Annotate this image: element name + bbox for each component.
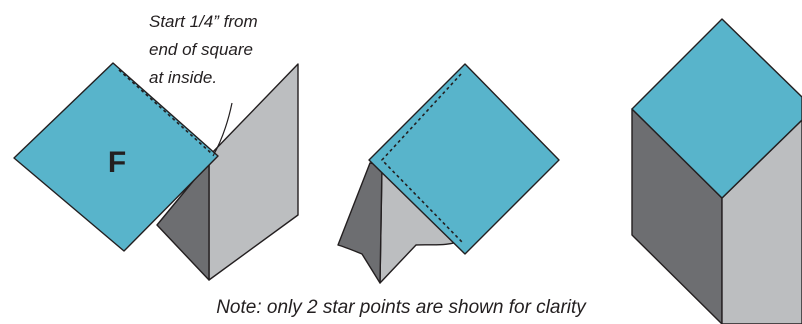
callout-line-3: at inside.	[149, 68, 217, 87]
fabric-square-sewn	[368, 63, 560, 255]
star-point-dark-face	[156, 161, 210, 281]
square-label-f: F	[108, 146, 126, 179]
stitch-line-2	[380, 73, 463, 243]
clarity-note: Note: only 2 star points are shown for c…	[216, 297, 587, 318]
callout-leader-line	[212, 102, 233, 157]
star-point-light-face	[208, 63, 299, 281]
finished-fabric-square	[631, 18, 802, 199]
stitch-line-1	[118, 69, 212, 154]
folded-point-dark-face	[337, 162, 383, 284]
figure-step-1: F Start 1/4” from end of square at insid…	[13, 12, 299, 281]
callout-line-2: end of square	[149, 40, 253, 59]
fabric-square-f	[13, 62, 219, 252]
figure-step-3	[631, 18, 802, 324]
callout-line-1: Start 1/4” from	[149, 12, 258, 31]
figure-step-2	[337, 63, 560, 284]
